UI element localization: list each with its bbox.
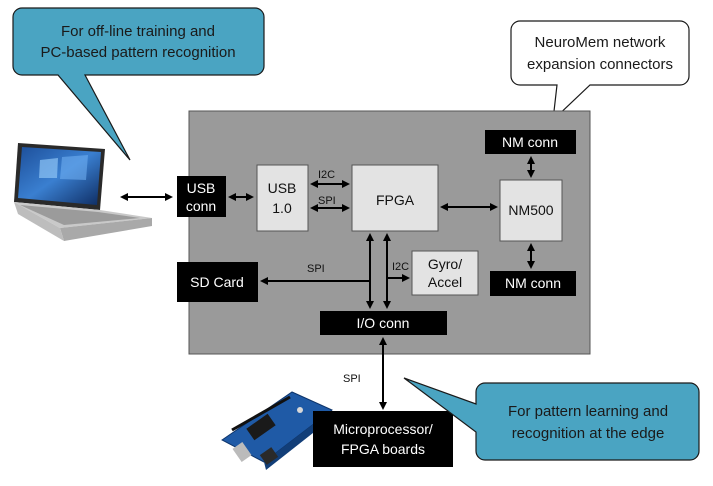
bus-label-spi-sd: SPI xyxy=(307,263,325,275)
nm-conn-bottom-block: NM conn xyxy=(490,271,576,296)
nm-conn-top-block: NM conn xyxy=(485,130,576,154)
callout-neuromem-line2: expansion connectors xyxy=(527,56,673,73)
callout-pc: For off-line training and PC-based patte… xyxy=(12,7,265,161)
gyro-line1: Gyro/ xyxy=(428,256,462,272)
connection-arrows xyxy=(120,156,535,410)
bus-label-i2c-gyro: I2C xyxy=(392,261,409,273)
callout-edge-line1: For pattern learning and xyxy=(508,403,668,420)
usb-chip-line1: USB xyxy=(268,180,297,196)
callout-pc-line1: For off-line training and xyxy=(61,23,215,40)
sd-card-label: SD Card xyxy=(190,274,244,290)
bus-label-spi-io: SPI xyxy=(343,373,361,385)
usb-conn-block: USB conn xyxy=(177,176,226,217)
callout-edge-line2: recognition at the edge xyxy=(512,425,665,442)
usb-chip-block: USB 1.0 xyxy=(256,164,309,232)
usb-conn-line2: conn xyxy=(186,198,216,214)
micro-line2: FPGA boards xyxy=(341,441,425,457)
bus-label-i2c-usb: I2C xyxy=(318,169,335,181)
fpga-label: FPGA xyxy=(376,192,415,208)
bus-label-spi-usb: SPI xyxy=(318,195,336,207)
callout-pc-line2: PC-based pattern recognition xyxy=(40,44,235,61)
nm-conn-bottom-label: NM conn xyxy=(505,275,561,291)
nm500-block: NM500 xyxy=(499,179,563,242)
sd-card-block: SD Card xyxy=(177,262,258,302)
micro-line1: Microprocessor/ xyxy=(333,421,433,437)
microprocessor-block: Microprocessor/ FPGA boards xyxy=(313,411,453,467)
io-conn-block: I/O conn xyxy=(320,311,447,335)
callout-neuromem: NeuroMem network expansion connectors xyxy=(510,20,690,122)
callout-edge: For pattern learning and recognition at … xyxy=(403,377,700,461)
gyro-accel-block: Gyro/ Accel xyxy=(411,250,479,296)
fpga-block: FPGA xyxy=(351,164,439,232)
io-conn-label: I/O conn xyxy=(357,315,410,331)
nm500-label: NM500 xyxy=(508,202,553,218)
laptop-icon xyxy=(14,143,152,241)
gyro-line2: Accel xyxy=(428,274,462,290)
usb-chip-line2: 1.0 xyxy=(272,200,292,216)
nm-conn-top-label: NM conn xyxy=(502,134,558,150)
callout-neuromem-line1: NeuroMem network xyxy=(535,34,666,51)
usb-conn-line1: USB xyxy=(187,180,216,196)
